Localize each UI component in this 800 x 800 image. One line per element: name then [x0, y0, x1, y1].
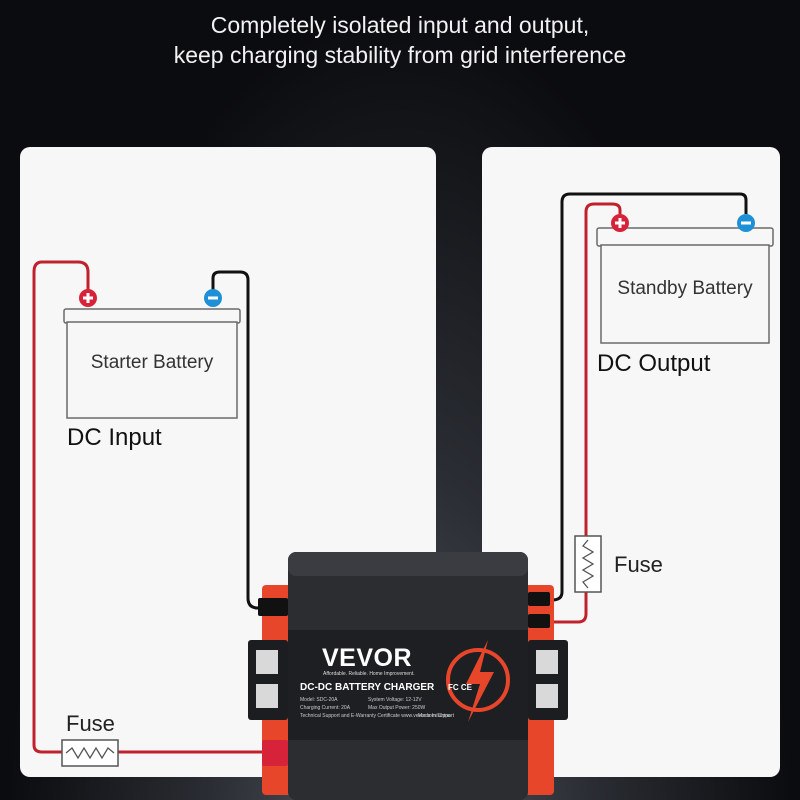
charger-product-name: DC-DC BATTERY CHARGER — [300, 682, 435, 693]
headline: Completely isolated input and output, ke… — [0, 10, 800, 70]
output-fuse-label: Fuse — [614, 552, 663, 577]
standby-battery — [596, 227, 774, 344]
headline-line-2: keep charging stability from grid interf… — [173, 42, 627, 68]
input-positive-wire — [32, 260, 268, 754]
charger-model: Model: SDC-20A — [300, 697, 338, 703]
headline-line-1: Completely isolated input and output, — [210, 12, 590, 38]
lightning-bolt-icon — [446, 640, 510, 722]
output-negative-wire — [530, 192, 748, 602]
input-negative-wire — [211, 270, 268, 610]
charger-brand: VEVOR — [322, 644, 413, 672]
charger-charging-current: Charging Current: 20A — [300, 705, 351, 711]
input-fuse-label: Fuse — [66, 711, 115, 736]
starter-battery — [63, 308, 241, 419]
plus-terminal-icon — [79, 289, 97, 307]
dc-output-label: DC Output — [597, 350, 711, 377]
charger-made-in: Made In China — [418, 713, 451, 719]
fuse-icon — [574, 535, 602, 593]
output-positive-wire — [530, 202, 622, 624]
charger-system-voltage: System Voltage: 12-12V — [368, 697, 422, 703]
fuse-icon — [61, 739, 119, 767]
starter-battery-label: Starter Battery — [90, 352, 214, 373]
charger-support: Technical Support and E-Warranty Certifi… — [300, 713, 455, 719]
dc-dc-charger — [248, 552, 568, 800]
minus-terminal-icon — [204, 289, 222, 307]
dc-input-label: DC Input — [67, 424, 162, 451]
minus-terminal-icon — [737, 214, 755, 232]
charger-max-output: Max Output Power: 250W — [368, 705, 426, 711]
plus-terminal-icon — [611, 214, 629, 232]
charger-tagline: Affordable. Reliable. Home Improvement. — [323, 671, 415, 677]
charger-certifications: FC CE — [448, 683, 472, 692]
standby-battery-label: Standby Battery — [617, 278, 753, 299]
